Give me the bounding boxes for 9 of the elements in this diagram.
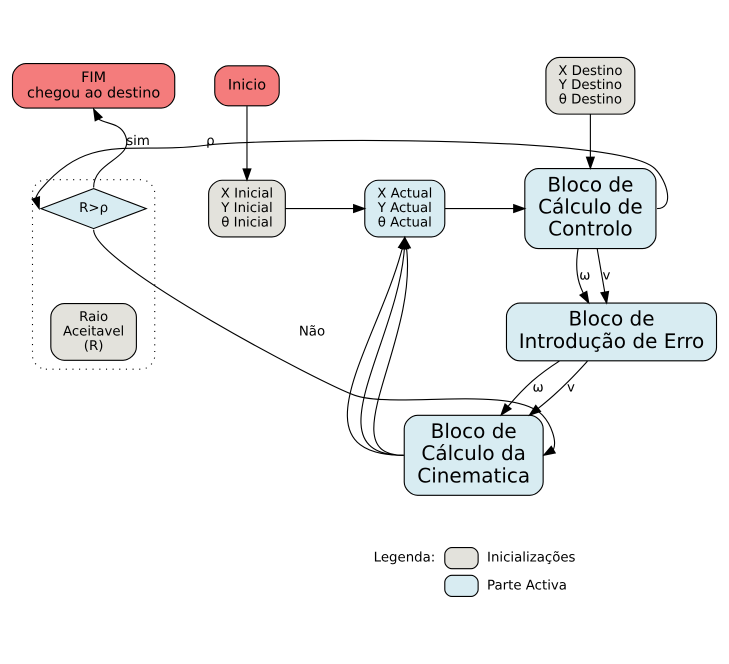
edge-label: v [602,268,610,283]
legend-label: Inicializações [487,550,576,566]
edge-label: Não [298,324,326,339]
edge-label: v [566,380,575,396]
edge-label: sim [126,133,150,148]
edge-label: ω [579,268,590,283]
label: Legenda: [374,550,436,566]
edge-label: ω [532,380,544,396]
legend-label: Parte Activa [487,578,567,593]
